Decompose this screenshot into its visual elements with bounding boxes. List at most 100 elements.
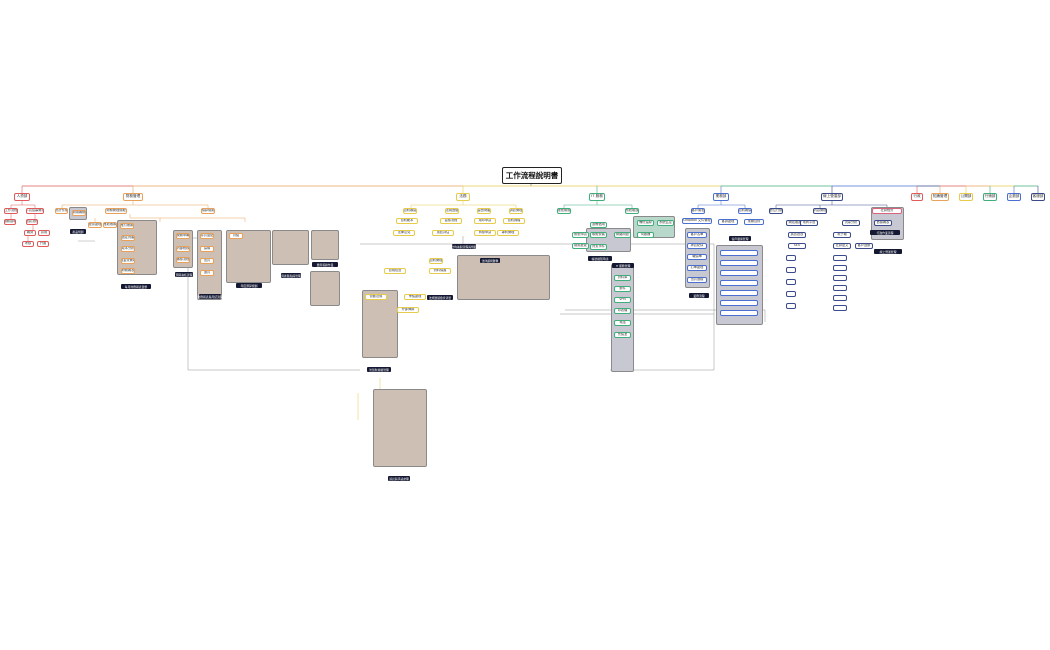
finance-section-label[interactable]: 預算審核流程 <box>175 272 193 277</box>
hr-leaf[interactable]: 試用 <box>38 230 50 236</box>
hr-leaf[interactable]: 職務說明 <box>4 219 16 225</box>
legal-leaf[interactable]: 合約範本 <box>396 218 418 224</box>
finance-leaf[interactable]: 月結 <box>229 233 243 239</box>
finance-leaf[interactable]: 審核流程 <box>176 257 190 263</box>
sales-section-label[interactable]: 客戶關係管理 <box>729 236 751 241</box>
legal-section-label[interactable]: 法律顧問聯繫 <box>480 258 500 263</box>
it-leaf[interactable]: 系統監控 <box>657 220 674 226</box>
legal-leaf[interactable]: 勞動法規 <box>365 294 387 300</box>
legal-leaf[interactable]: 商標申請 <box>474 230 496 236</box>
finance-section-label[interactable]: 產品規劃 <box>70 229 86 234</box>
online-subleaf[interactable] <box>786 279 796 285</box>
sales-leaf[interactable]: 訂單處理 <box>687 265 707 271</box>
online-section-label[interactable]: 線上營運管理 <box>874 249 902 254</box>
finance-section-label[interactable]: 財務報表與月結流程 <box>197 294 223 299</box>
sales-subleaf[interactable] <box>720 290 758 296</box>
category-6[interactable]: 行政 <box>911 193 923 201</box>
finance-leaf[interactable]: 應收帳款 <box>103 222 117 228</box>
legal-leaf[interactable]: 風險評估 <box>432 230 454 236</box>
category-0[interactable]: 人資部 <box>14 193 30 201</box>
online-leaf[interactable]: 電商平台 <box>800 220 818 226</box>
it-leaf[interactable]: 資料庫 <box>614 275 631 281</box>
it-leaf[interactable]: VPN <box>614 297 631 303</box>
it-leaf[interactable]: 軟體安裝 <box>590 232 607 238</box>
online-node[interactable]: 數位行銷 <box>769 208 783 214</box>
sales-leaf[interactable]: 客訴處理 <box>718 219 738 225</box>
category-8[interactable]: 公關部 <box>959 193 973 201</box>
category-2[interactable]: 法務 <box>456 193 470 201</box>
category-5[interactable]: 線上營運部 <box>821 193 843 201</box>
finance-leaf[interactable]: 應付帳款 <box>120 223 134 229</box>
hr-leaf[interactable]: 報到 <box>24 230 36 236</box>
it-leaf[interactable]: 資安事件 <box>590 244 607 250</box>
legal-leaf[interactable]: 專利管理 <box>497 230 519 236</box>
it-leaf[interactable]: 郵件 <box>614 286 631 292</box>
finance-leaf[interactable]: 成本分析 <box>121 246 135 252</box>
category-10[interactable]: 企劃部 <box>1007 193 1021 201</box>
legal-section-label[interactable]: 智慧財產權管理 <box>367 367 391 372</box>
it-node[interactable]: 帳號權限 <box>557 208 571 214</box>
category-1[interactable]: 財務管理 <box>123 193 143 201</box>
it-node[interactable]: 系統維運 <box>625 208 639 214</box>
it-leaf[interactable]: 網路問題 <box>614 232 631 238</box>
legal-section-label[interactable]: 訴訟與爭議處理 <box>388 476 410 481</box>
online-subleaf[interactable] <box>833 285 847 291</box>
finance-section-label[interactable]: 年度預算規劃 <box>236 283 262 288</box>
it-leaf[interactable]: 權限變更 <box>572 243 589 249</box>
online-leaf[interactable]: SEO <box>788 243 806 249</box>
admin-section-label[interactable]: 行政作業流程 <box>870 230 900 235</box>
category-3[interactable]: IT 服務 <box>589 193 605 201</box>
mindmap-root-title[interactable]: 工作流程說明書 <box>502 167 562 184</box>
sales-leaf[interactable]: 業績目標 <box>744 219 764 225</box>
it-leaf[interactable]: 伺服器 <box>637 232 654 238</box>
it-leaf[interactable]: 帳號申請 <box>572 232 589 238</box>
it-leaf[interactable]: 會議室 <box>614 332 631 338</box>
finance-leaf[interactable]: 費用報銷 <box>72 210 86 216</box>
finance-leaf[interactable]: 出貨 <box>200 258 214 264</box>
legal-node[interactable]: 法規遵循 <box>445 208 459 214</box>
sales-leaf[interactable]: Dropbox 文件管理 <box>682 218 712 224</box>
legal-node[interactable]: 智慧財產 <box>477 208 491 214</box>
legal-leaf[interactable]: 用印申請 <box>474 218 496 224</box>
sales-node[interactable]: 合約報價 <box>738 208 752 214</box>
hr-node[interactable]: 人員招募管理 <box>26 208 44 214</box>
finance-leaf[interactable]: 採購 <box>200 246 214 252</box>
legal-node[interactable]: 訴訟管理 <box>509 208 523 214</box>
hr-node[interactable]: 工作流程 <box>4 208 18 214</box>
finance-leaf[interactable]: 存貨盤點 <box>200 233 214 239</box>
legal-leaf[interactable]: 外部律師 <box>397 307 419 313</box>
online-leaf[interactable]: 數據報表 <box>874 220 892 226</box>
online-leaf[interactable]: 客戶回饋 <box>855 243 873 249</box>
online-node[interactable]: 內容管理 <box>813 208 827 214</box>
legal-node[interactable]: 合約管理 <box>429 258 443 264</box>
legal-leaf[interactable]: 法律意見 <box>393 230 415 236</box>
online-subleaf[interactable] <box>833 295 847 301</box>
finance-leaf[interactable]: 現金流管理 <box>121 258 135 264</box>
it-leaf[interactable]: 備份還原 <box>637 220 654 226</box>
legal-leaf[interactable]: 合約歸檔 <box>503 218 525 224</box>
sales-leaf[interactable]: 出貨追蹤 <box>687 277 707 283</box>
legal-leaf[interactable]: 簽核流程 <box>440 218 462 224</box>
online-subleaf[interactable] <box>833 305 847 311</box>
hr-leaf[interactable]: 面試流程 <box>26 219 38 225</box>
legal-section-label[interactable]: 合約審閱流程與規範 <box>451 244 477 249</box>
sales-subleaf[interactable] <box>720 270 758 276</box>
finance-leaf[interactable]: 固定資產 <box>121 235 135 241</box>
legal-leaf[interactable]: 資料保護 <box>429 268 451 274</box>
online-subleaf[interactable] <box>833 265 847 271</box>
category-7[interactable]: 知識管理 <box>931 193 949 201</box>
online-subleaf[interactable] <box>786 303 796 309</box>
finance-leaf[interactable]: 發票處理 <box>88 222 102 228</box>
hr-leaf[interactable]: 考核 <box>22 241 34 247</box>
sales-section-label[interactable]: 業務流程 <box>689 293 709 298</box>
finance-section-label[interactable]: 費用報銷作業 <box>312 262 338 267</box>
finance-section-label[interactable]: 每月財務報表彙整 <box>121 284 151 289</box>
legal-node[interactable]: 合約審閱 <box>403 208 417 214</box>
sales-leaf[interactable]: 拜訪紀錄 <box>687 243 707 249</box>
sales-node[interactable]: 客戶開發 <box>691 208 705 214</box>
hr-leaf[interactable]: 升遷 <box>37 241 49 247</box>
sales-subleaf[interactable] <box>720 310 758 316</box>
legal-section-label[interactable]: 法規遵循檢查清單 <box>427 295 453 300</box>
online-leaf[interactable]: 廣告投放 <box>788 232 806 238</box>
online-subleaf[interactable] <box>786 255 796 261</box>
